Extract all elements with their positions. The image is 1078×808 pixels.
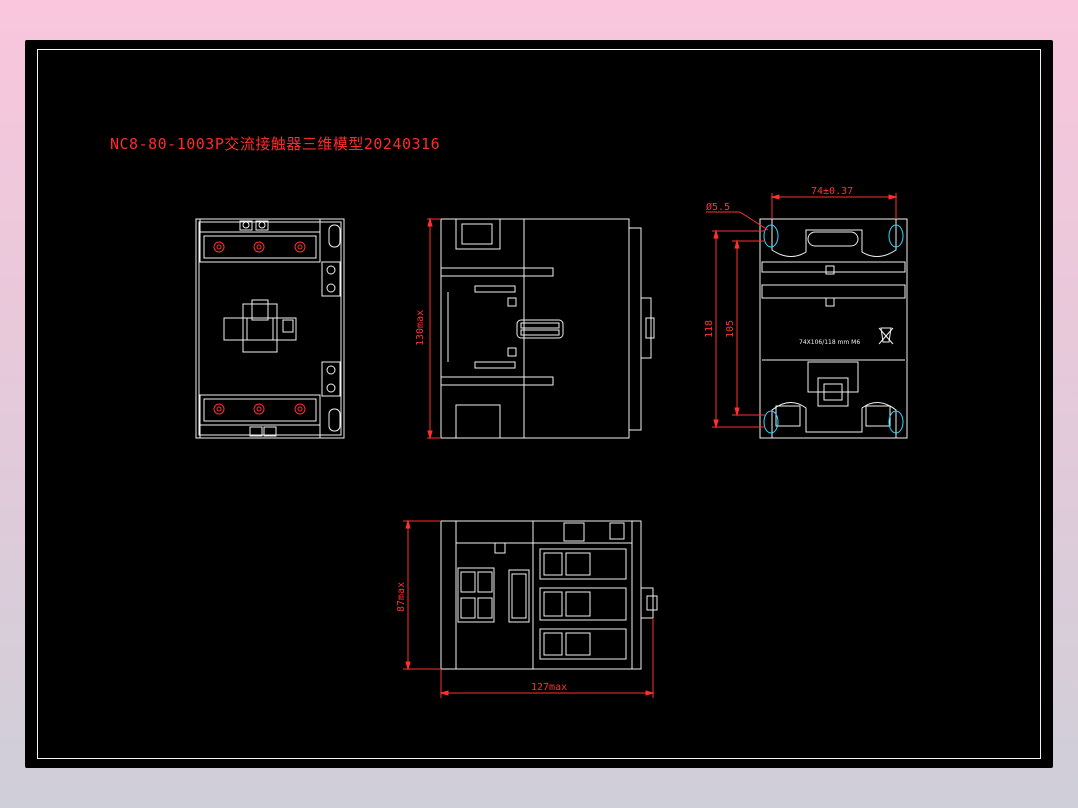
drawing-frame	[37, 49, 1041, 759]
dim-overall-width: 127max	[531, 682, 567, 693]
drawing-title: NC8-80-1003P交流接触器三维模型20240316	[110, 135, 441, 153]
side-view: 130max	[415, 217, 655, 440]
top-view: 87max 127max	[396, 519, 658, 698]
dim-mount-h2: 105	[725, 320, 736, 338]
dim-front-height: 130max	[415, 310, 426, 346]
rating-plate-label: 74X106/118 mm M6	[799, 339, 860, 346]
front-view	[195, 218, 345, 439]
dim-mount-h1: 118	[704, 320, 715, 338]
dim-mount-width: 74±0.37	[811, 186, 853, 197]
dim-depth: 87max	[396, 582, 407, 612]
mounting-view: 74X106/118 mm M6 74±0.37 Ø5.5	[704, 186, 908, 439]
dim-hole-dia: Ø5.5	[706, 201, 730, 213]
